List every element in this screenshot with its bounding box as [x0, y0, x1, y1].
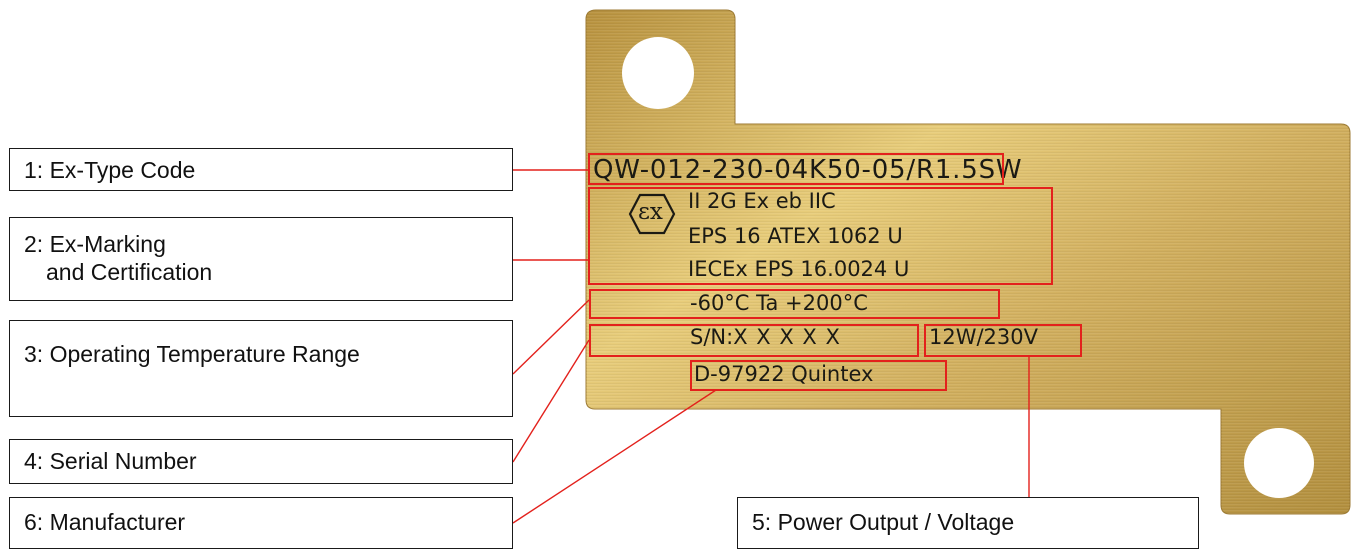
leader-line-4: [512, 339, 590, 463]
highlight-power: [924, 324, 1082, 357]
callout-manufacturer: 6: Manufacturer: [9, 497, 513, 549]
callout-2-line1: 2: Ex-Marking: [24, 231, 166, 257]
mounting-hole-top: [622, 37, 694, 109]
highlight-type-code: [588, 153, 1004, 185]
callout-5-text: 5: Power Output / Voltage: [752, 509, 1015, 535]
callout-6-text: 6: Manufacturer: [24, 509, 186, 535]
callout-ex-type-code: 1: Ex-Type Code: [9, 148, 513, 191]
highlight-temperature: [589, 289, 1000, 319]
callout-ex-marking: 2: Ex-Marking and Certification: [9, 217, 513, 301]
serial-prefix: S/N:: [690, 325, 734, 349]
callout-4-text: 4: Serial Number: [24, 448, 197, 474]
highlight-manufacturer: [690, 360, 947, 391]
highlight-ex-marking: [588, 187, 1053, 285]
callout-2-line2: and Certification: [46, 259, 213, 285]
callout-1-text: 1: Ex-Type Code: [24, 157, 196, 183]
ex-symbol-icon: [628, 193, 676, 235]
temperature-range: -60°C Ta +200°C: [690, 291, 868, 315]
leader-line-6: [512, 389, 717, 524]
serial-value: X X X X X: [733, 325, 841, 349]
leader-line-3: [512, 299, 590, 375]
callout-power-output: 5: Power Output / Voltage: [737, 497, 1199, 549]
ex-type-code: QW-012-230-04K50-05/R1.5SW: [593, 155, 1023, 185]
ex-symbol-text: εx: [638, 199, 663, 225]
power-voltage: 12W/230V: [929, 325, 1039, 349]
callout-temperature: 3: Operating Temperature Range: [9, 320, 513, 417]
highlight-serial-number: [589, 324, 919, 357]
callout-3-text: 3: Operating Temperature Range: [24, 341, 360, 367]
serial-number: S/N:X X X X X: [690, 327, 841, 348]
manufacturer: D-97922 Quintex: [694, 362, 874, 386]
ex-marking-line-3: IECEx EPS 16.0024 U: [688, 257, 910, 281]
ex-marking-line-2: EPS 16 ATEX 1062 U: [688, 224, 903, 248]
ex-marking-line-1: II 2G Ex eb IIC: [688, 189, 836, 213]
mounting-hole-bottom: [1244, 428, 1314, 498]
callout-serial-number: 4: Serial Number: [9, 439, 513, 484]
